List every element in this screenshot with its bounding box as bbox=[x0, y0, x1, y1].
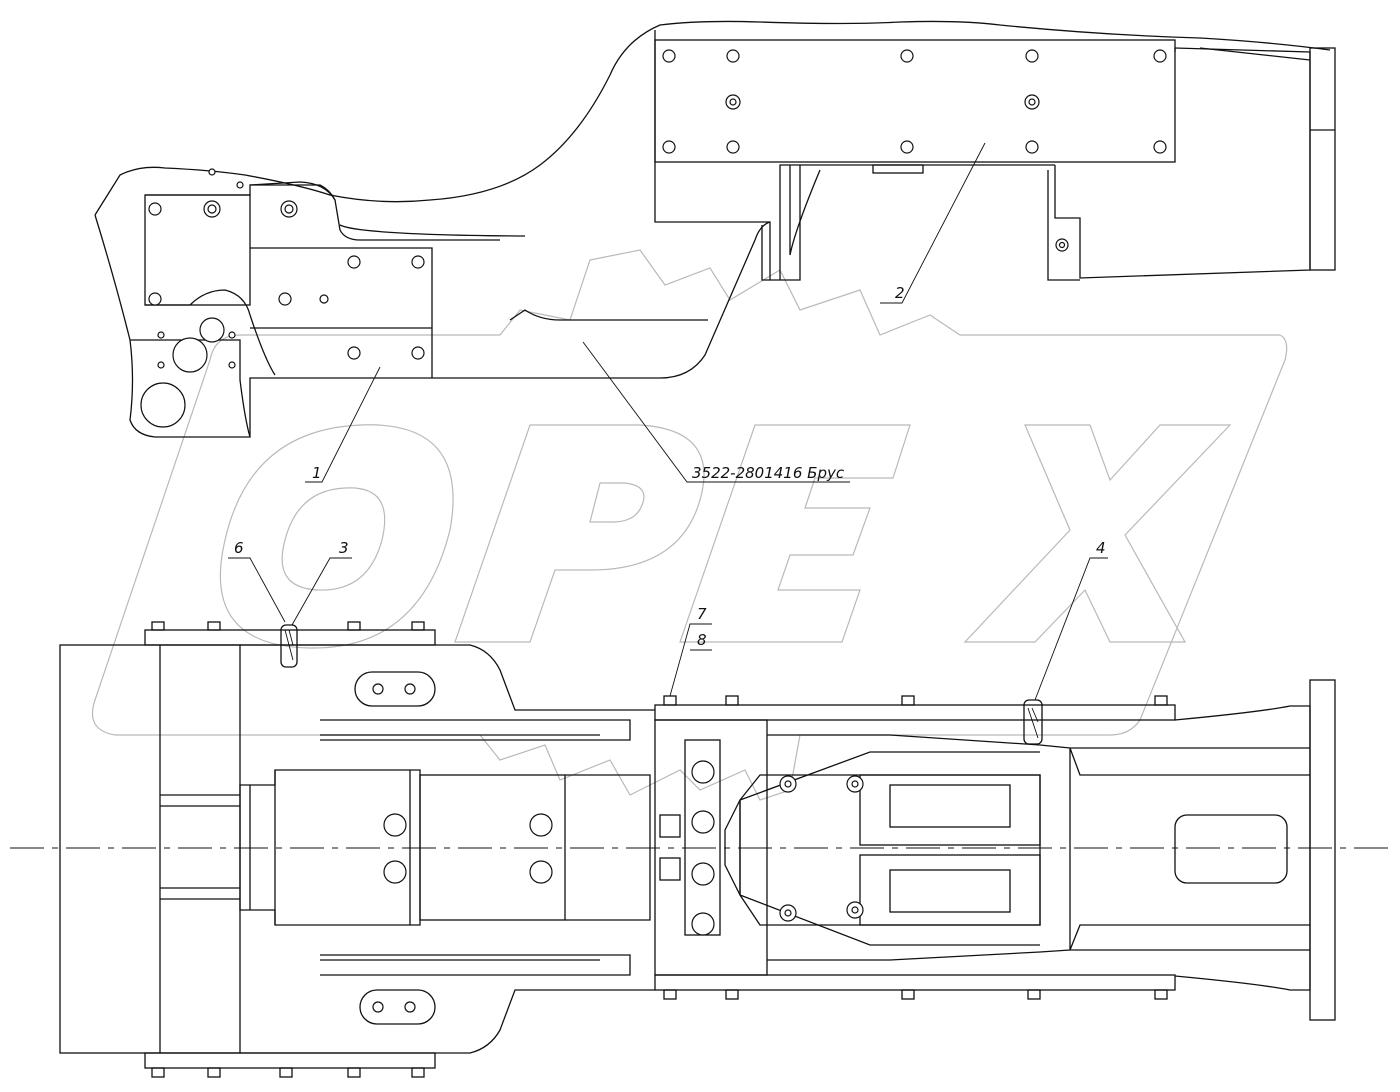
part-label-brus: 3522-2801416 Брус bbox=[692, 464, 845, 482]
watermark-letter-p bbox=[454, 424, 705, 643]
part-1-bracket bbox=[94, 20, 1331, 438]
watermark-letter-o-inner bbox=[281, 487, 386, 591]
watermark-letter-x bbox=[963, 424, 1232, 643]
callout-6: 6 bbox=[234, 539, 244, 557]
bolts bbox=[151, 621, 1168, 1078]
callout-3: 3 bbox=[339, 539, 349, 557]
watermark-letter-p-inner bbox=[589, 482, 645, 523]
leader-lines-top bbox=[305, 142, 986, 483]
leader-lines-bottom bbox=[228, 557, 1108, 701]
watermark-gear bbox=[91, 249, 1288, 801]
frame-assembly bbox=[10, 621, 1392, 1078]
callout-1: 1 bbox=[312, 464, 322, 482]
watermark bbox=[91, 249, 1288, 801]
watermark-letter-o bbox=[219, 424, 454, 649]
watermark-letter-e bbox=[679, 424, 911, 643]
callout-7: 7 bbox=[697, 605, 707, 623]
callout-2: 2 bbox=[895, 284, 905, 302]
callout-4: 4 bbox=[1096, 539, 1106, 557]
callout-8: 8 bbox=[697, 631, 707, 649]
part-2-beam bbox=[654, 30, 1336, 281]
